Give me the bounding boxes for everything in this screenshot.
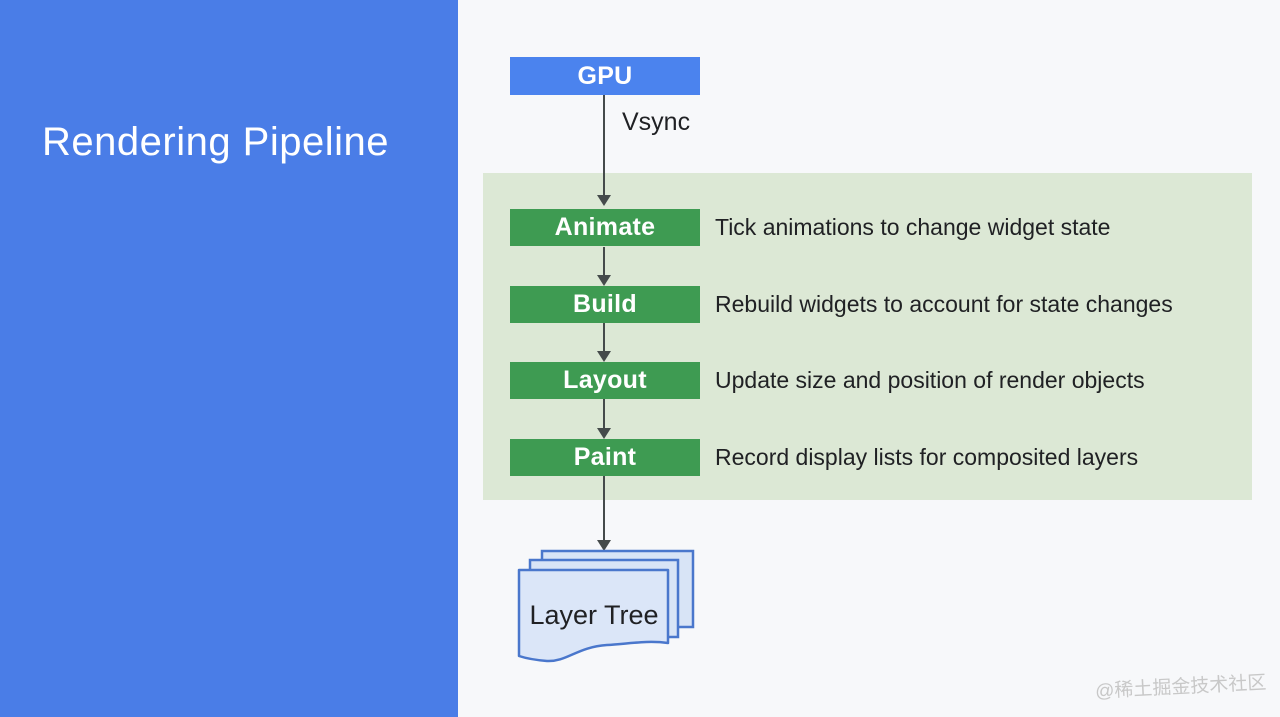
stage-description: Record display lists for composited laye… bbox=[715, 444, 1139, 470]
layer-tree-label: Layer Tree bbox=[529, 600, 659, 630]
arrow-down-icon bbox=[597, 247, 611, 286]
title-panel: Rendering Pipeline bbox=[0, 0, 458, 717]
gpu-node-label: GPU bbox=[577, 61, 633, 90]
stage-label: Build bbox=[573, 290, 637, 318]
stage-label: Animate bbox=[554, 213, 656, 241]
stage-node-layout: Layout bbox=[510, 362, 700, 399]
arrow-down-icon bbox=[597, 95, 611, 206]
arrow-down-icon bbox=[597, 323, 611, 362]
vsync-edge-label: Vsync bbox=[622, 108, 691, 136]
stage-node-build: Build bbox=[510, 286, 700, 323]
arrow-down-icon bbox=[597, 476, 611, 551]
stage-label: Paint bbox=[573, 443, 637, 471]
stage-description: Tick animations to change widget state bbox=[715, 214, 1111, 240]
layer-tree-documents-icon bbox=[517, 549, 695, 663]
stage-node-animate: Animate bbox=[510, 209, 700, 246]
stage-description: Rebuild widgets to account for state cha… bbox=[715, 291, 1173, 317]
stage-description: Update size and position of render objec… bbox=[715, 367, 1145, 393]
gpu-node: GPU bbox=[510, 57, 700, 95]
slide-title: Rendering Pipeline bbox=[42, 120, 390, 164]
stage-node-paint: Paint bbox=[510, 439, 700, 476]
watermark-text: @稀土掘金技术社区 bbox=[1094, 672, 1267, 703]
stage-label: Layout bbox=[563, 366, 647, 394]
arrow-down-icon bbox=[597, 399, 611, 439]
